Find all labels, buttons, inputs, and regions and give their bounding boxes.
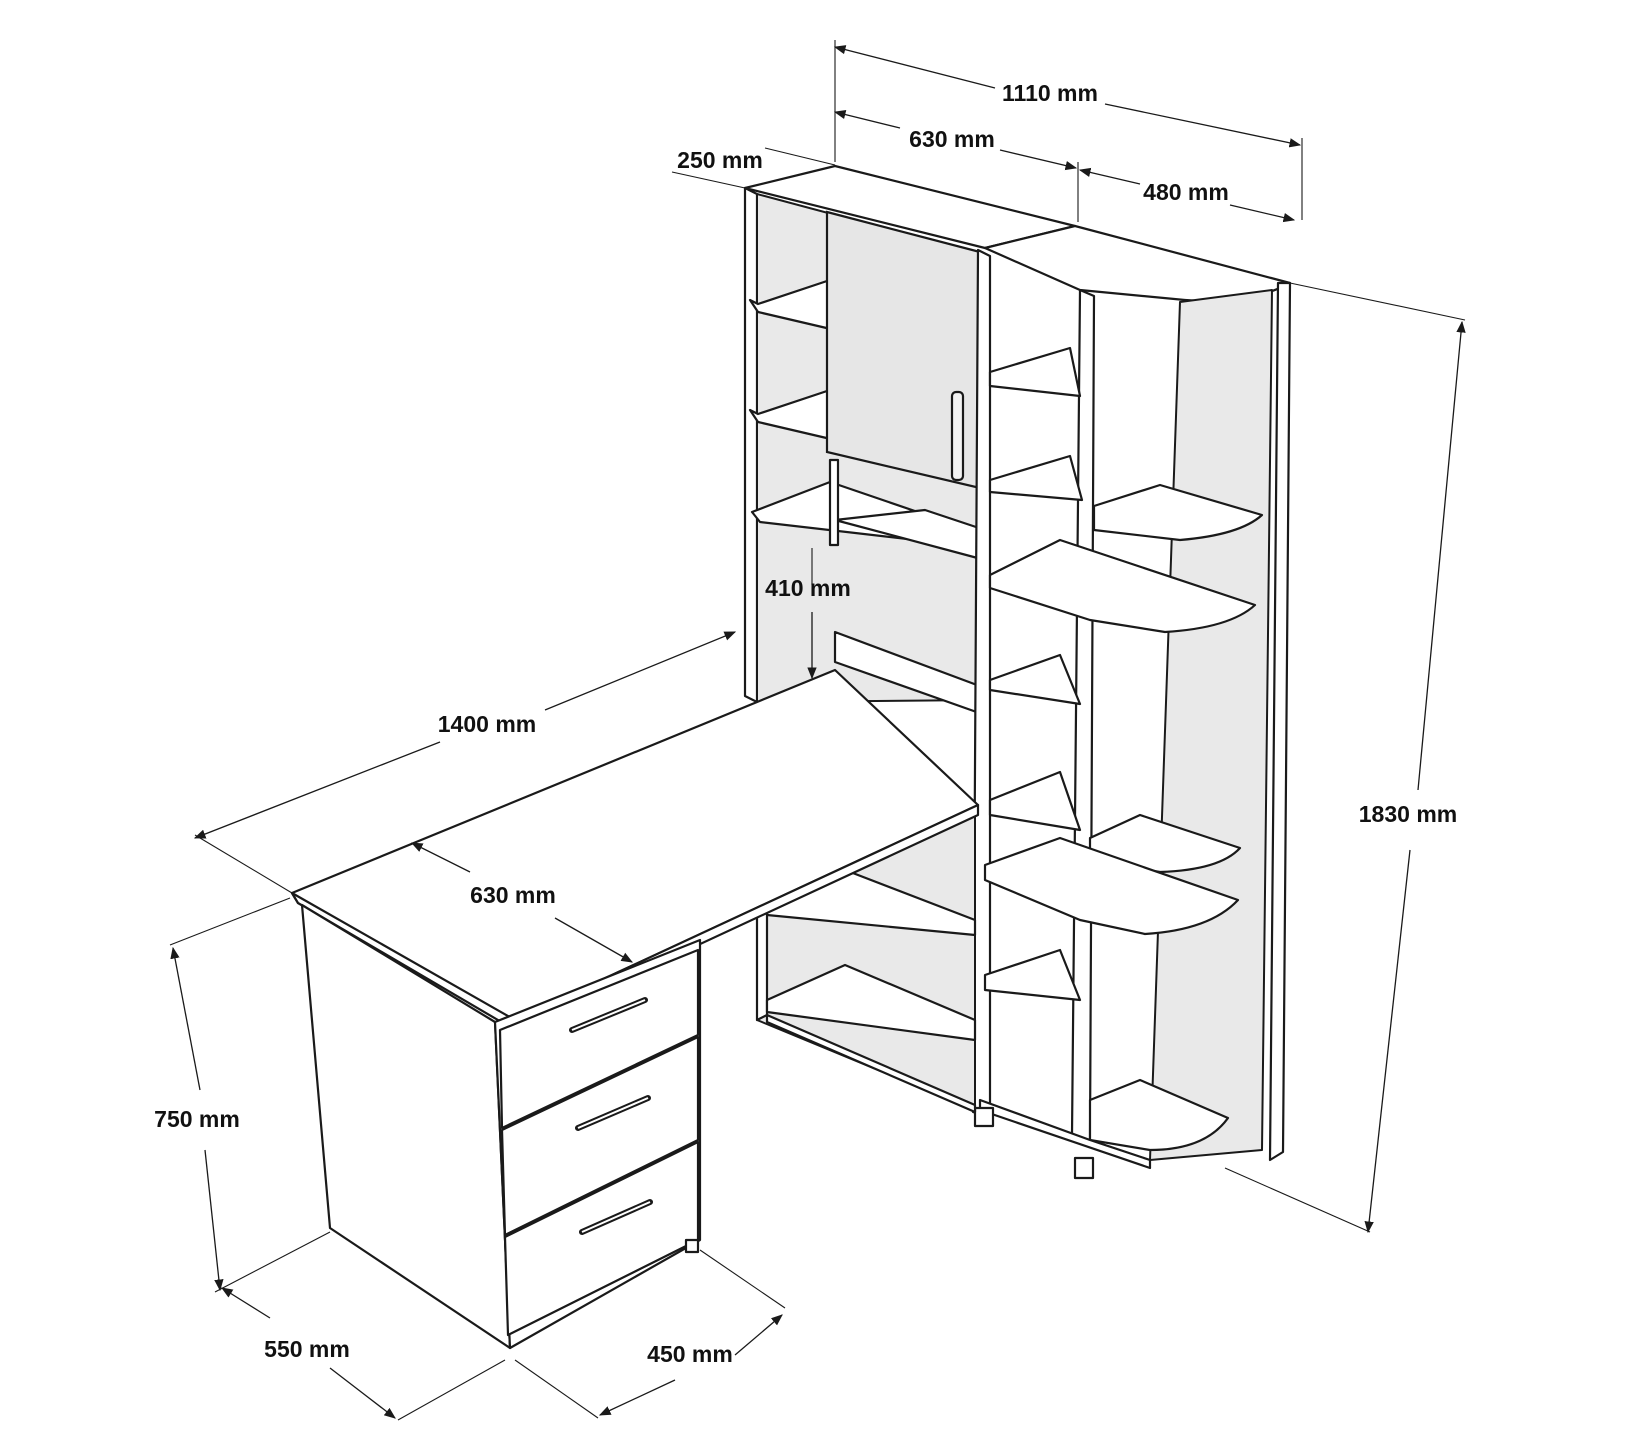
- foot-right: [1073, 1156, 1095, 1180]
- label-pedestal-width: 450 mm: [647, 1341, 733, 1367]
- label-overall-width: 1110 mm: [1002, 80, 1098, 106]
- drawer-top[interactable]: [498, 948, 700, 1130]
- label-shelf-depth: 250 mm: [677, 147, 763, 173]
- label-total-height: 1830 mm: [1359, 801, 1457, 827]
- drawer-handle-top[interactable]: [571, 999, 646, 1031]
- desk: [290, 668, 980, 1350]
- drawer-handle-bottom[interactable]: [581, 1201, 651, 1233]
- dimension-lines: [169, 40, 1466, 1421]
- label-desk-depth: 630 mm: [470, 882, 556, 908]
- label-cabinet-left-width: 630 mm: [909, 126, 995, 152]
- label-pedestal-depth: 550 mm: [264, 1336, 350, 1362]
- bookcase-unit: [743, 164, 1292, 1180]
- label-cabinet-right-width: 480 mm: [1143, 179, 1229, 205]
- drawer-handle-middle[interactable]: [577, 1097, 649, 1129]
- drawer-middle[interactable]: [500, 1035, 700, 1237]
- label-desk-length: 1400 mm: [438, 711, 536, 737]
- label-knee-height: 410 mm: [765, 575, 851, 601]
- dimension-labels: 1110 mm 630 mm 480 mm 250 mm 410 mm 1400…: [154, 80, 1457, 1367]
- pedestal-foot: [684, 1238, 700, 1254]
- door-handle[interactable]: [950, 390, 965, 482]
- foot-middle: [973, 1106, 995, 1128]
- label-desk-height: 750 mm: [154, 1106, 240, 1132]
